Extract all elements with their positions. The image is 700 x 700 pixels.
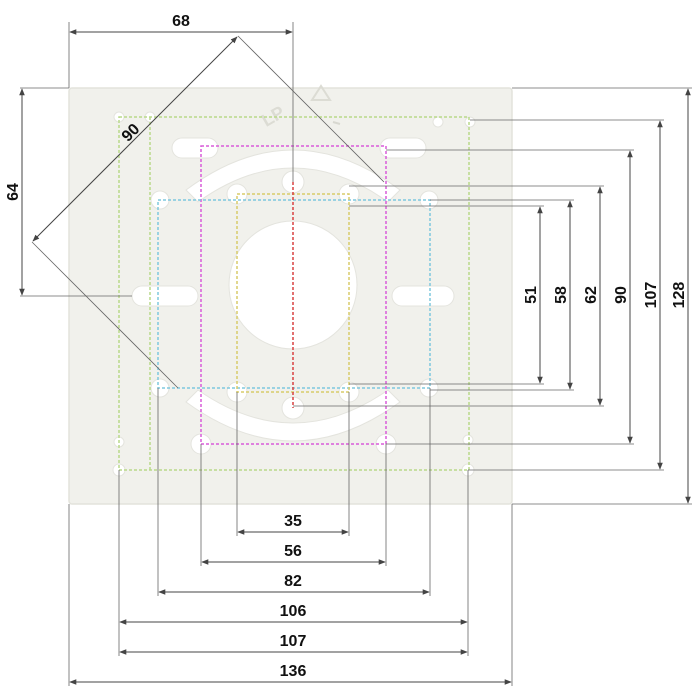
slot-right — [391, 285, 455, 307]
dim-label-right-107: 107 — [643, 282, 660, 309]
dim-line-diagonal — [32, 36, 238, 242]
recycle-triangle-icon — [310, 84, 332, 101]
mounting-plate: LP — [68, 84, 513, 505]
tick-mark-icon — [332, 121, 341, 125]
slot-top-right — [379, 137, 427, 159]
dim-label-left: 64 — [5, 183, 22, 201]
dimension-lines — [19, 29, 691, 685]
dim-label-right-58: 58 — [553, 286, 570, 304]
arc-slot-top — [185, 149, 401, 203]
arc-slot-bottom — [185, 389, 401, 442]
pattern-magenta — [200, 145, 387, 445]
dim-label-top: 68 — [172, 13, 190, 30]
dimension-labels: 68 64 90 51 58 62 90 107 128 35 56 82 10… — [5, 13, 688, 680]
dim-label-bottom-136: 136 — [280, 663, 307, 680]
pattern-green-outer — [118, 116, 470, 471]
extension-lines — [20, 22, 692, 686]
dim-label-bottom-56: 56 — [284, 543, 302, 560]
dim-label-right-90: 90 — [613, 286, 630, 304]
slot-left — [131, 285, 199, 307]
pattern-cyan — [157, 199, 431, 389]
hole — [462, 434, 474, 446]
dim-label-bottom-82: 82 — [284, 573, 302, 590]
dim-label-bottom-35: 35 — [284, 513, 302, 530]
dim-label-bottom-106: 106 — [280, 603, 307, 620]
dim-label-right-62: 62 — [583, 286, 600, 304]
slot-top-left — [171, 137, 219, 159]
hole-patterns — [118, 116, 470, 471]
hole — [464, 116, 476, 128]
hole — [432, 116, 444, 128]
dim-label-right-128: 128 — [671, 282, 688, 309]
dim-label-bottom-107: 107 — [280, 633, 307, 650]
dim-label-right-51: 51 — [523, 286, 540, 304]
